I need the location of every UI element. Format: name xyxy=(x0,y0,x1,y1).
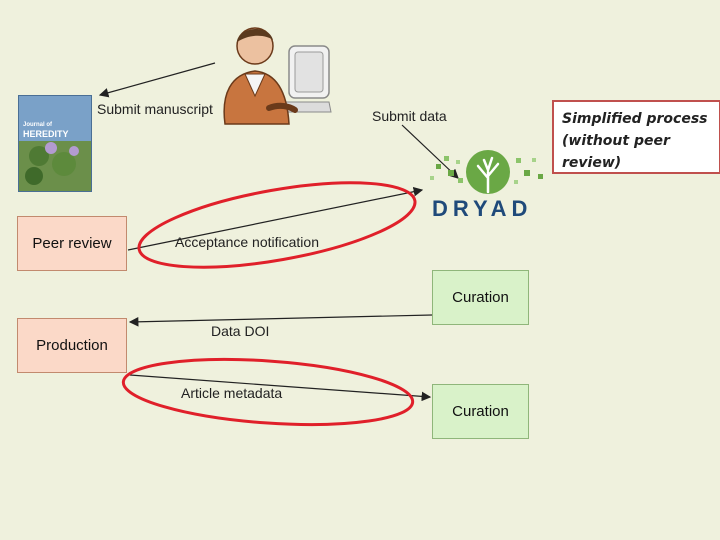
person-at-computer-icon xyxy=(223,27,332,125)
journal-cover-art xyxy=(19,96,91,191)
dryad-tree-icon xyxy=(430,150,543,194)
label-submit-manuscript: Submit manuscript xyxy=(97,101,213,117)
arrow-acceptance-notification xyxy=(127,186,424,251)
arrow-data-doi xyxy=(128,314,433,327)
arrow-article-metadata xyxy=(129,374,432,402)
journal-title-line2: HEREDITY xyxy=(23,129,69,139)
curation-box-2: Curation xyxy=(432,384,529,439)
production-box: Production xyxy=(17,318,127,373)
label-data-doi: Data DOI xyxy=(211,323,270,339)
dryad-logo-text: DRYAD xyxy=(432,196,533,221)
label-acceptance-notification: Acceptance notification xyxy=(175,234,319,250)
label-article-metadata: Article metadata xyxy=(181,385,283,401)
highlight-ellipse-metadata xyxy=(121,357,415,427)
journal-title: Journal of HEREDITY xyxy=(23,122,69,140)
peer-review-box: Peer review xyxy=(17,216,127,271)
curation-box-1: Curation xyxy=(432,270,529,325)
simplified-process-note: Simplified process (without peer review) xyxy=(552,100,720,174)
arrow-submit-data xyxy=(401,124,459,179)
highlight-ellipse-acceptance xyxy=(137,181,417,269)
journal-title-line1: Journal of xyxy=(23,122,53,128)
arrow-submit-manuscript xyxy=(98,62,216,98)
journal-cover-image: Journal of HEREDITY xyxy=(18,95,92,192)
label-submit-data: Submit data xyxy=(372,108,447,124)
